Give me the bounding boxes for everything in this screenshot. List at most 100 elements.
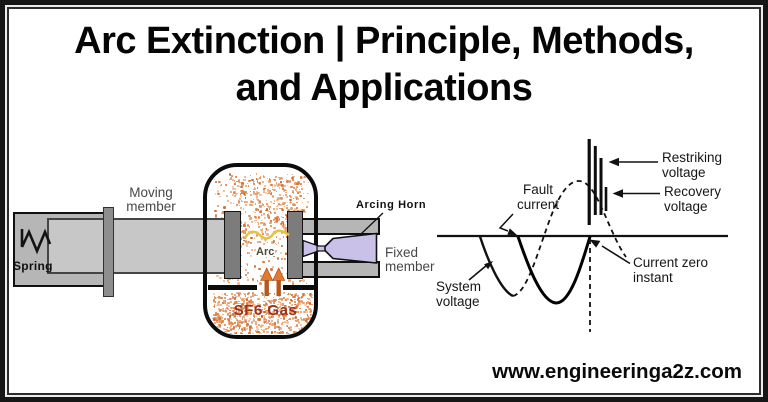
gas-speckle	[266, 241, 269, 243]
system-voltage-curve-dashed	[512, 180, 627, 297]
gas-speckle	[267, 306, 270, 309]
gas-speckle	[262, 331, 265, 334]
gas-speckle	[266, 310, 269, 313]
gas-speckle	[272, 297, 274, 299]
gas-speckle	[260, 333, 263, 334]
gas-speckle	[277, 299, 280, 301]
gas-speckle	[285, 220, 288, 223]
gas-speckle	[264, 216, 267, 219]
gas-speckle	[253, 199, 255, 201]
gas-speckle	[291, 300, 293, 302]
gas-speckle	[235, 203, 238, 206]
gas-speckle	[262, 176, 265, 179]
gas-speckle	[266, 312, 268, 314]
gas-speckle	[273, 255, 276, 258]
gas-speckle	[273, 325, 277, 328]
gas-speckle	[278, 315, 281, 318]
gas-speckle	[261, 238, 263, 240]
gas-speckle	[250, 221, 253, 223]
gas-speckle	[250, 300, 253, 303]
gas-speckle	[247, 304, 250, 306]
gas-speckle	[275, 220, 278, 223]
gas-speckle	[302, 293, 305, 296]
gas-speckle	[261, 315, 264, 317]
gas-speckle	[241, 330, 244, 332]
gas-speckle	[308, 301, 312, 305]
gas-speckle	[223, 299, 226, 302]
gas-speckle	[260, 213, 262, 215]
gas-speckle	[298, 303, 301, 306]
gas-speckle	[258, 331, 262, 334]
gas-speckle	[255, 305, 257, 308]
gas-speckle	[252, 181, 255, 183]
gas-speckle	[244, 230, 246, 233]
gas-speckle	[248, 203, 252, 207]
gas-speckle	[213, 331, 215, 333]
gas-speckle	[268, 313, 271, 316]
gas-speckle	[253, 186, 256, 189]
gas-speckle	[214, 332, 218, 334]
gas-speckle	[276, 219, 279, 221]
gas-speckle	[306, 206, 308, 208]
gas-speckle	[263, 314, 265, 316]
gas-speckle	[260, 228, 263, 232]
gas-speckle	[250, 304, 253, 307]
gas-speckle	[239, 332, 243, 334]
gas-speckle	[308, 327, 311, 329]
gas-speckle	[272, 202, 275, 205]
gas-speckle	[270, 331, 274, 334]
gas-speckle	[275, 249, 278, 252]
gas-speckle	[296, 207, 299, 210]
gas-speckle	[281, 267, 283, 269]
gas-speckle	[249, 326, 252, 329]
gas-speckle	[271, 186, 273, 188]
gas-speckle	[291, 280, 295, 284]
gas-speckle	[249, 325, 252, 328]
gas-speckle	[239, 319, 241, 322]
gas-speckle	[273, 313, 275, 315]
gas-speckle	[246, 241, 249, 244]
gas-speckle	[244, 201, 247, 204]
gas-speckle	[279, 330, 281, 333]
gas-speckle	[274, 293, 276, 295]
gas-speckle	[273, 226, 276, 229]
gas-speckle	[263, 189, 266, 192]
gas-speckle	[213, 295, 215, 298]
gas-speckle	[255, 325, 258, 328]
gas-speckle	[250, 236, 253, 240]
gas-speckle	[265, 322, 268, 324]
gas-speckle	[238, 200, 240, 202]
gas-speckle	[280, 197, 283, 199]
gas-speckle	[278, 313, 281, 317]
gas-speckle	[237, 309, 239, 312]
gas-speckle	[254, 330, 257, 332]
gas-speckle	[309, 327, 312, 329]
gas-speckle	[266, 203, 269, 206]
gas-speckle	[297, 197, 299, 199]
gas-speckle	[270, 299, 274, 303]
gas-speckle	[255, 178, 258, 181]
gas-speckle	[222, 302, 224, 304]
gas-speckle	[288, 292, 291, 296]
gas-speckle	[240, 191, 242, 193]
gas-speckle	[306, 200, 309, 204]
gas-speckle	[259, 193, 262, 197]
gas-speckle	[261, 260, 265, 264]
gas-speckle	[303, 197, 305, 199]
gas-speckle	[253, 180, 256, 183]
gas-speckle	[263, 261, 265, 264]
gas-speckle	[256, 294, 259, 297]
gas-speckle	[214, 209, 217, 213]
gas-speckle	[268, 189, 272, 192]
gas-speckle	[270, 225, 272, 228]
gas-speckle	[309, 299, 312, 302]
gas-speckle	[245, 244, 249, 247]
gas-speckle	[249, 312, 253, 315]
gas-speckle	[292, 197, 295, 200]
gas-speckle	[269, 292, 272, 295]
restriking-voltage-label: Restriking voltage	[662, 150, 723, 180]
gas-speckle	[302, 209, 305, 213]
gas-speckle	[273, 221, 276, 224]
gas-speckle	[279, 203, 282, 207]
gas-speckle	[271, 195, 274, 198]
